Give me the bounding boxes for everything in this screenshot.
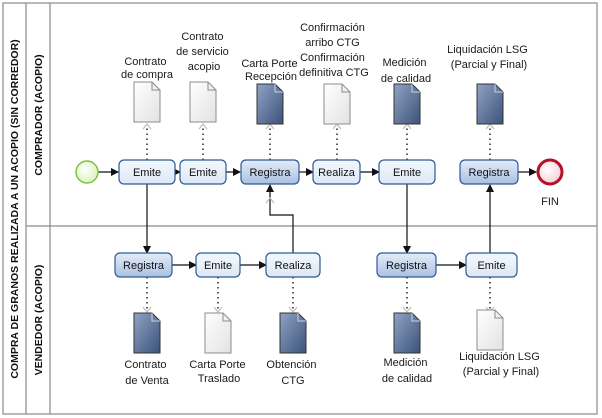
- doc-label-carta-porte-recepcion: Carta Porte Recepción: [241, 58, 300, 83]
- document-icon: [133, 312, 161, 354]
- lane-label-comprador: COMPRADOR (ACOPIO): [33, 54, 45, 175]
- task-label: Registra: [250, 167, 292, 179]
- task-comprador-emite-3[interactable]: Emite: [378, 159, 436, 185]
- task-comprador-registra-1[interactable]: Registra: [240, 159, 300, 185]
- document-icon: [476, 83, 504, 125]
- document-icon: [133, 81, 161, 123]
- doc-label-medicion-calidad-comprador: Medición de calidad: [381, 57, 431, 85]
- task-comprador-registra-2[interactable]: Registra: [459, 159, 519, 185]
- task-label: Realiza: [318, 167, 356, 179]
- document-icon: [256, 83, 284, 125]
- document-icon: [476, 309, 504, 351]
- task-label: Emite: [393, 167, 421, 179]
- document-icon: [189, 81, 217, 123]
- doc-label-contrato-compra: Contrato de compra: [121, 56, 174, 81]
- doc-label-liquidacion-comprador: Liquidación LSG (Parcial y Final): [447, 44, 531, 71]
- task-vendedor-registra-1[interactable]: Registra: [114, 252, 173, 278]
- document-icon: [393, 312, 421, 354]
- task-label: Emite: [133, 167, 161, 179]
- doc-label-contrato-servicio: Contrato de servicio acopio: [176, 31, 232, 73]
- doc-label-contrato-venta: Contrato de Venta: [124, 359, 169, 387]
- task-comprador-emite-1[interactable]: Emite: [118, 159, 176, 185]
- doc-label-medicion-calidad-vendedor: Medición de calidad: [382, 357, 432, 385]
- task-vendedor-emite-1[interactable]: Emite: [195, 252, 241, 278]
- task-label: Emite: [204, 260, 232, 272]
- doc-label-carta-porte-traslado: Carta Porte Traslado: [189, 359, 248, 385]
- task-label: Registra: [123, 260, 165, 272]
- task-label: Registra: [469, 167, 511, 179]
- task-vendedor-realiza[interactable]: Realiza: [265, 252, 321, 278]
- task-vendedor-registra-2[interactable]: Registra: [376, 252, 437, 278]
- doc-label-obtencion-ctg: Obtención CTG: [266, 359, 319, 387]
- doc-label-liquidacion-vendedor: Liquidación LSG (Parcial y Final): [459, 351, 543, 378]
- task-comprador-realiza[interactable]: Realiza: [312, 159, 361, 185]
- task-vendedor-emite-2[interactable]: Emite: [465, 252, 518, 278]
- end-event-label: FIN: [541, 196, 559, 208]
- task-label: Realiza: [275, 260, 313, 272]
- document-icon: [323, 83, 351, 125]
- start-event: [75, 160, 99, 184]
- document-icon: [393, 83, 421, 125]
- data-associations: [146, 126, 491, 312]
- task-label: Emite: [477, 260, 505, 272]
- sequence-flows: [98, 168, 537, 269]
- document-icon: [279, 312, 307, 354]
- end-event: [536, 158, 564, 186]
- document-icon: [204, 312, 232, 354]
- pool-label: COMPRA DE GRANOS REALIZADA A UN ACOPIO (…: [9, 39, 21, 378]
- task-comprador-emite-2[interactable]: Emite: [179, 159, 227, 185]
- task-label: Registra: [386, 260, 428, 272]
- doc-label-confirmacion: Confirmación arribo CTG Confirmación def…: [299, 22, 369, 79]
- lane-label-vendedor: VENDEDOR (ACOPIO): [33, 265, 45, 376]
- task-label: Emite: [189, 167, 217, 179]
